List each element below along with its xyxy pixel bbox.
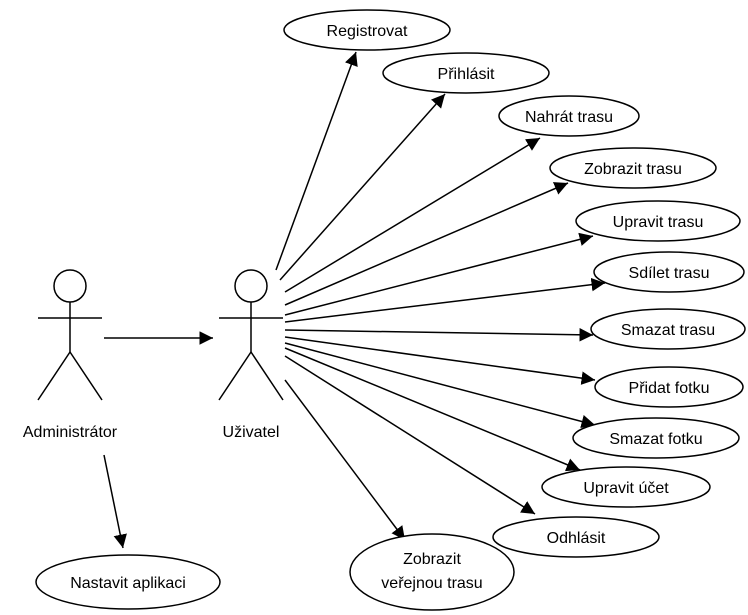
use-case-ellipse <box>382 52 550 94</box>
use-case-label: Upravit účet <box>583 480 669 497</box>
actor-user: Uživatel <box>218 269 284 441</box>
actor-user-label: Uživatel <box>223 424 280 441</box>
use-case-smazat-fotku: Smazat fotku <box>572 417 740 459</box>
use-case-label: Přihlásit <box>438 66 495 83</box>
use-case-ellipse <box>492 516 660 558</box>
arrow-user-upravit-ucet <box>284 347 581 472</box>
use-case-label: Sdílet trasu <box>629 265 710 282</box>
use-case-ellipse <box>349 533 515 611</box>
use-case-upravit-ucet: Upravit účet <box>541 466 711 508</box>
use-case-ellipse <box>283 9 451 51</box>
use-case-label: Smazat trasu <box>621 322 715 339</box>
use-case-label: Registrovat <box>327 23 408 40</box>
arrow-admin-nastavit-aplikaci <box>103 454 127 549</box>
association-arrows <box>103 51 606 549</box>
arrow-user-zobrazit-trasu <box>284 182 569 306</box>
use-case-ellipse <box>549 147 717 189</box>
use-case-label-line-2: veřejnou trasu <box>381 575 482 592</box>
use-case-prihlasit: Přihlásit <box>382 52 550 94</box>
use-case-nastavit-aplikaci: Nastavit aplikaci <box>35 554 221 610</box>
use-case-label: Odhlásit <box>547 530 606 547</box>
actor-head <box>53 269 87 303</box>
actor-right-leg <box>69 351 103 401</box>
use-case-label: Nahrát trasu <box>525 109 613 126</box>
use-case-ellipse <box>498 95 640 137</box>
arrow-user-smazat-trasu <box>284 328 594 342</box>
use-case-ellipse <box>594 366 744 408</box>
use-case-sdilet-trasu: Sdílet trasu <box>593 251 745 293</box>
use-case-smazat-trasu: Smazat trasu <box>590 308 746 350</box>
use-case-ellipse <box>541 466 711 508</box>
use-case-ellipse <box>35 554 221 610</box>
use-case-ellipse <box>593 251 745 293</box>
arrow-user-smazat-fotku <box>284 342 596 429</box>
actor-right-leg <box>250 351 284 401</box>
arrow-user-pridat-fotku <box>284 336 596 385</box>
actor-left-leg <box>37 351 71 401</box>
actor-head <box>234 269 268 303</box>
actor-left-leg <box>218 351 252 401</box>
use-case-ellipse <box>590 308 746 350</box>
arrow-user-odhlasit <box>284 355 536 515</box>
use-case-ellipse <box>572 417 740 459</box>
arrow-user-upravit-trasu <box>284 232 594 316</box>
arrow-user-prihlasit <box>279 93 446 281</box>
use-case-upravit-trasu: Upravit trasu <box>575 200 741 242</box>
use-case-registrovat: Registrovat <box>283 9 451 51</box>
arrow-user-sdilet-trasu <box>284 277 606 323</box>
use-case-nahrat-trasu: Nahrát trasu <box>498 95 640 137</box>
use-case-zobrazit-trasu: Zobrazit trasu <box>549 147 717 189</box>
use-case-odhlasit: Odhlásit <box>492 516 660 558</box>
actor-administrator-label: Administrátor <box>23 424 118 441</box>
use-case-label: Upravit trasu <box>613 214 704 231</box>
use-case-label: Smazat fotku <box>609 431 702 448</box>
use-case-ellipse <box>575 200 741 242</box>
use-case-pridat-fotku: Přidat fotku <box>594 366 744 408</box>
arrow-user-zobrazit-verejnou-trasu <box>284 379 406 541</box>
use-case-label: Zobrazit trasu <box>584 161 682 178</box>
use-case-label: Nastavit aplikaci <box>70 575 186 592</box>
use-case-label: Přidat fotku <box>629 380 710 397</box>
actor-administrator: Administrátor <box>23 269 118 441</box>
arrow-user-nahrat-trasu <box>284 137 541 293</box>
arrow-user-registrovat <box>275 51 358 271</box>
use-case-zobrazit-verejnou-trasu: Zobrazit veřejnou trasu <box>349 533 515 611</box>
use-case-label-line-1: Zobrazit <box>403 551 461 568</box>
